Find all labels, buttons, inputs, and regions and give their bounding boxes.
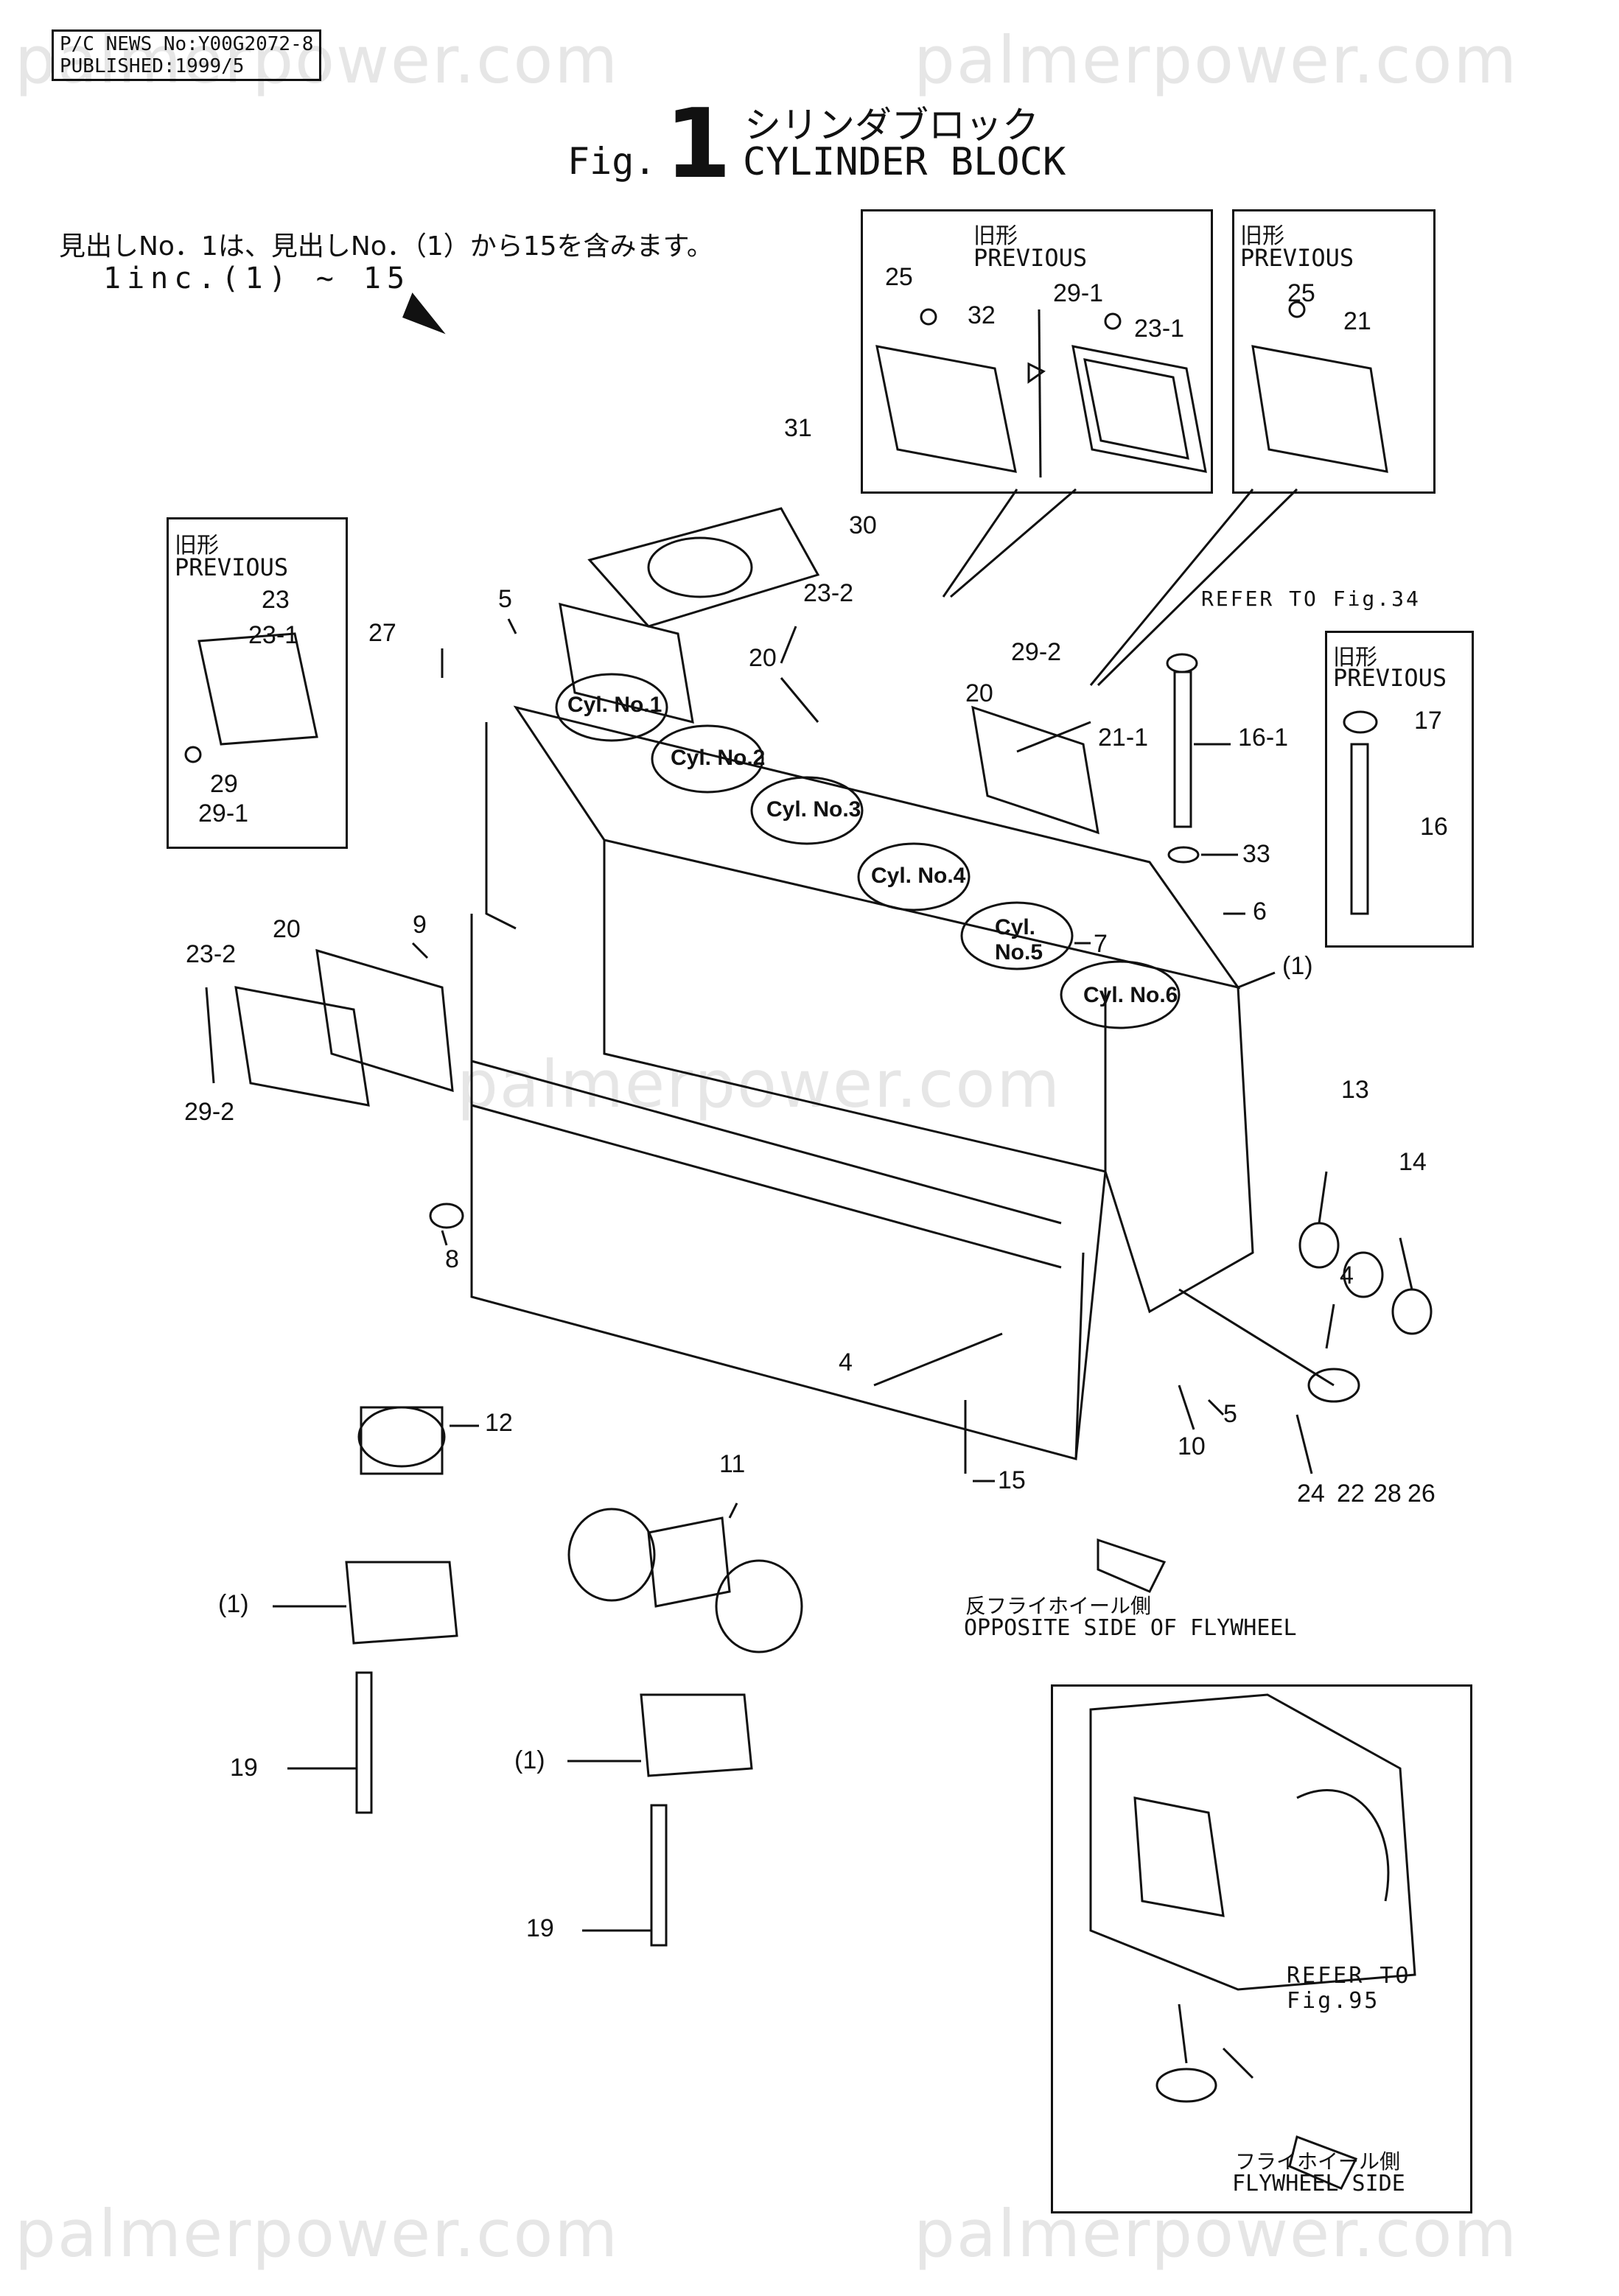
part-label-14: 14 [1399, 1148, 1427, 1176]
note-english: 1inc.(1) ~ 15 [103, 262, 411, 295]
part-label-23-2: 23-2 [803, 579, 854, 607]
part-label: 21 [1343, 307, 1371, 335]
previous-jp-label: 旧形 [1240, 223, 1284, 249]
part-label-12: 12 [485, 1409, 513, 1437]
part-label-5: 5 [498, 585, 512, 613]
part-label-4: 4 [839, 1348, 853, 1376]
cylinder-label: Cyl. No.4 [871, 864, 966, 888]
part-label: 16 [1420, 813, 1448, 841]
refer-fig-34: REFER TO Fig.34 [1201, 587, 1421, 611]
part-label-1: (1) [514, 1746, 545, 1774]
refer-fig-95-line2: Fig.95 [1287, 1988, 1380, 2014]
part-label-23-2: 23-2 [186, 940, 237, 968]
part-label-10: 10 [1178, 1432, 1206, 1460]
news-number: P/C NEWS No:Y00G2072-8 [60, 33, 314, 55]
part-label-27: 27 [368, 619, 396, 647]
part-label-21-1: 21-1 [1098, 724, 1149, 752]
published-date: PUBLISHED:1999/5 [60, 55, 245, 77]
flywheel-side-jp: フライホイール側 [1235, 2149, 1401, 2174]
part-label-1: (1) [218, 1590, 249, 1618]
part-label: 23-1 [1134, 315, 1185, 343]
previous-jp-label: 旧形 [175, 533, 219, 559]
part-label-29-2: 29-2 [1011, 638, 1062, 666]
fig-prefix: Fig. [567, 140, 657, 183]
part-label: 32 [968, 301, 996, 329]
part-label-8: 8 [445, 1245, 459, 1273]
opposite-side-jp: 反フライホイール側 [965, 1594, 1152, 1618]
part-label: 29-1 [1053, 279, 1104, 307]
document-header: P/C NEWS No:Y00G2072-8 PUBLISHED:1999/5 [52, 29, 322, 81]
cylinder-label: Cyl. No.3 [766, 797, 861, 822]
inset-previous-left: 旧形 PREVIOUS 23 23-1 29 29-1 [167, 517, 348, 849]
note-japanese: 見出しNo．1は、見出しNo．（1）から15を含みます。 [59, 231, 713, 262]
part-label-20: 20 [965, 679, 993, 707]
part-label-4: 4 [1340, 1261, 1354, 1289]
inset-previous-cover: 旧形 PREVIOUS 25 32 29-1 23-1 [861, 209, 1213, 494]
cylinder-label: Cyl. [995, 915, 1036, 939]
opposite-side-en: OPPOSITE SIDE OF FLYWHEEL [964, 1615, 1297, 1641]
part-label-15: 15 [998, 1466, 1026, 1494]
part-label: 29-1 [198, 799, 249, 827]
part-label-26: 26 [1408, 1480, 1436, 1508]
inset-previous-cover-right: 旧形 PREVIOUS 25 21 [1232, 209, 1436, 494]
refer-fig-95-line1: REFER TO [1287, 1963, 1411, 1989]
watermark: palmerpower.com [914, 22, 1519, 98]
part-label-16-1: 16-1 [1238, 724, 1289, 752]
part-label-24: 24 [1297, 1480, 1325, 1508]
cylinder-label: No.5 [995, 940, 1043, 965]
part-label: 29 [210, 770, 238, 798]
part-label-11: 11 [719, 1450, 746, 1478]
watermark: palmerpower.com [15, 22, 620, 98]
previous-jp-label: 旧形 [973, 223, 1018, 249]
title-japanese: シリンダブロック [744, 104, 1039, 147]
previous-label: PREVIOUS [1333, 664, 1447, 692]
part-label-9: 9 [413, 911, 427, 939]
part-label: 25 [885, 263, 913, 291]
part-label-33: 33 [1242, 840, 1270, 868]
previous-jp-label: 旧形 [1333, 645, 1377, 671]
part-label-20: 20 [273, 915, 301, 943]
title-english: CYLINDER BLOCK [743, 140, 1066, 184]
part-label-20: 20 [749, 644, 777, 672]
part-label-28: 28 [1374, 1480, 1402, 1508]
part-label-5: 5 [1223, 1400, 1237, 1428]
cylinder-label: Cyl. No.1 [567, 693, 662, 717]
cylinder-label: Cyl. No.6 [1083, 983, 1178, 1007]
part-label-30: 30 [849, 511, 877, 539]
fig-number: 1 [665, 88, 732, 200]
watermark: palmerpower.com [15, 2196, 620, 2272]
part-label-13: 13 [1341, 1076, 1369, 1104]
part-label-19: 19 [230, 1754, 258, 1782]
part-label: 17 [1414, 707, 1442, 735]
previous-label: PREVIOUS [175, 553, 289, 581]
previous-label: PREVIOUS [1240, 244, 1354, 272]
part-label-6: 6 [1253, 897, 1267, 925]
inset-flywheel-side [1051, 1684, 1472, 2213]
part-label-7: 7 [1094, 930, 1108, 958]
part-label-22: 22 [1337, 1480, 1365, 1508]
part-label-19: 19 [526, 1914, 554, 1942]
part-label-1: (1) [1282, 952, 1313, 980]
flywheel-side-en: FLYWHEEL SIDE [1232, 2171, 1405, 2197]
part-label-29-2: 29-2 [184, 1098, 235, 1126]
cylinder-label: Cyl. No.2 [671, 746, 766, 770]
part-label: 23 [262, 586, 290, 614]
previous-label: PREVIOUS [973, 244, 1088, 272]
part-label-31: 31 [784, 414, 812, 442]
inset-previous-bolt: 旧形 PREVIOUS 17 16 [1325, 631, 1474, 948]
